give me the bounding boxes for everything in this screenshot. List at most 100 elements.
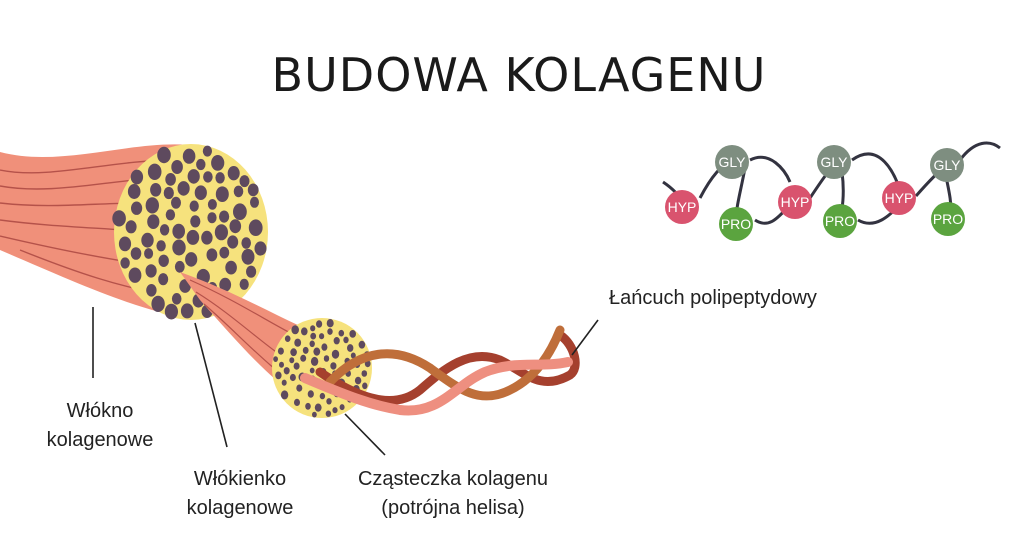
svg-text:HYP: HYP: [668, 199, 697, 215]
cross-section-dot: [190, 215, 201, 228]
cross-section-dot: [196, 158, 206, 171]
cross-section-dot: [147, 214, 160, 229]
cross-section-dot: [215, 186, 229, 202]
cross-section-dot: [130, 247, 142, 260]
cross-section-dot: [291, 325, 300, 335]
cross-section-dot: [185, 252, 198, 267]
cross-section-dot: [144, 248, 154, 259]
cross-section-dot: [343, 336, 349, 344]
svg-text:GLY: GLY: [821, 154, 849, 170]
cross-section-dot: [281, 379, 287, 386]
cross-section-dot: [319, 333, 325, 340]
cross-section-dot: [239, 175, 250, 188]
cross-section-dot: [338, 329, 345, 337]
cross-section-dot: [165, 209, 176, 221]
cross-section-dot: [248, 219, 263, 236]
cross-section-dot: [177, 181, 190, 196]
cross-section-dot: [330, 362, 337, 370]
cross-section-dot: [321, 343, 328, 351]
cross-section-dot: [164, 303, 178, 320]
molecule-leader-line: [344, 413, 386, 456]
cross-section-dot: [310, 325, 316, 332]
helix-strand-dark-red: [315, 330, 580, 405]
cross-section-dot: [186, 229, 200, 245]
cross-section-dot: [171, 160, 183, 174]
cross-section-dot: [284, 335, 291, 343]
cross-section-dot: [128, 267, 142, 283]
chain-leader-line: [571, 319, 599, 356]
cross-section-dot: [325, 410, 332, 417]
cross-section-dot: [203, 171, 213, 183]
collagen-fiber: [0, 144, 268, 320]
triple-helix: [300, 325, 580, 416]
pro-residue-1: PRO: [719, 207, 753, 241]
cross-section-dot: [201, 230, 213, 245]
cross-section-dot: [180, 303, 194, 319]
cross-section-dot: [300, 354, 307, 362]
cross-section-dot: [157, 146, 171, 164]
fiber-fibril-dots: [112, 145, 267, 320]
cross-section-dot: [171, 293, 182, 305]
cross-section-dot: [182, 148, 196, 164]
cross-section-dot: [225, 260, 237, 275]
cross-section-dot: [310, 332, 317, 340]
cross-section-dot: [172, 239, 186, 256]
cross-section-dot: [163, 186, 174, 200]
cross-section-dot: [280, 390, 289, 400]
cross-section-dot: [239, 278, 249, 290]
cross-section-dot: [158, 273, 169, 286]
svg-text:PRO: PRO: [721, 216, 751, 232]
cross-section-dot: [159, 224, 170, 236]
cross-section-dot: [211, 155, 225, 171]
cross-section-dot: [309, 340, 315, 348]
label-fibril-line1: Włókienko: [194, 468, 286, 490]
cross-section-dot: [246, 265, 257, 278]
cross-section-dot: [301, 327, 308, 336]
cross-section-dot: [294, 338, 302, 347]
cross-section-dot: [125, 220, 137, 234]
cross-section-dot: [145, 264, 157, 278]
cross-section-dot: [189, 200, 199, 212]
cross-section-dot: [313, 347, 321, 356]
cross-section-dot: [172, 223, 185, 239]
cross-section-dot: [290, 348, 297, 357]
cross-section-dot: [141, 232, 154, 248]
cross-section-dot: [127, 184, 141, 199]
cross-section-dot: [165, 173, 176, 186]
cross-section-dot: [131, 201, 143, 215]
fibril-leader-line: [194, 322, 228, 448]
gly-residue-3: GLY: [930, 148, 964, 182]
cross-section-dot: [310, 356, 319, 366]
cross-section-dot: [293, 362, 300, 370]
cross-section-dot: [207, 199, 217, 210]
label-molecule-line1: Cząsteczka kolagenu: [358, 468, 548, 490]
cross-section-dot: [219, 246, 230, 259]
cross-section-dot: [289, 373, 296, 382]
hyp-residue-1: HYP: [665, 190, 699, 224]
label-fiber-line1: Włókno: [67, 400, 134, 422]
helix-strand-pink: [300, 357, 573, 416]
polypeptide-chain: GLY GLY GLY HYP HYP HYP PRO PRO: [662, 141, 1001, 241]
cross-section-dot: [233, 203, 247, 220]
cross-section-dot: [283, 367, 290, 375]
cross-section-dot: [147, 163, 162, 180]
svg-text:HYP: HYP: [885, 190, 914, 206]
svg-text:GLY: GLY: [719, 154, 747, 170]
cross-section-dot: [254, 241, 267, 256]
cross-section-dot: [150, 183, 162, 197]
cross-section-dot: [339, 404, 345, 411]
cross-section-dot: [120, 257, 130, 269]
cross-section-dot: [362, 382, 368, 390]
cross-section-dot: [316, 320, 323, 328]
cross-section-dot: [214, 224, 228, 241]
svg-text:PRO: PRO: [825, 213, 855, 229]
cross-section-dot: [241, 237, 251, 249]
label-fibril-line2: kolagenowe: [187, 497, 294, 519]
cross-section-dot: [296, 384, 303, 392]
cross-section-dot: [174, 260, 185, 273]
cross-section-dot: [314, 403, 322, 412]
cross-section-dot: [227, 235, 239, 249]
cross-section-dot: [302, 346, 309, 354]
svg-text:PRO: PRO: [933, 211, 963, 227]
